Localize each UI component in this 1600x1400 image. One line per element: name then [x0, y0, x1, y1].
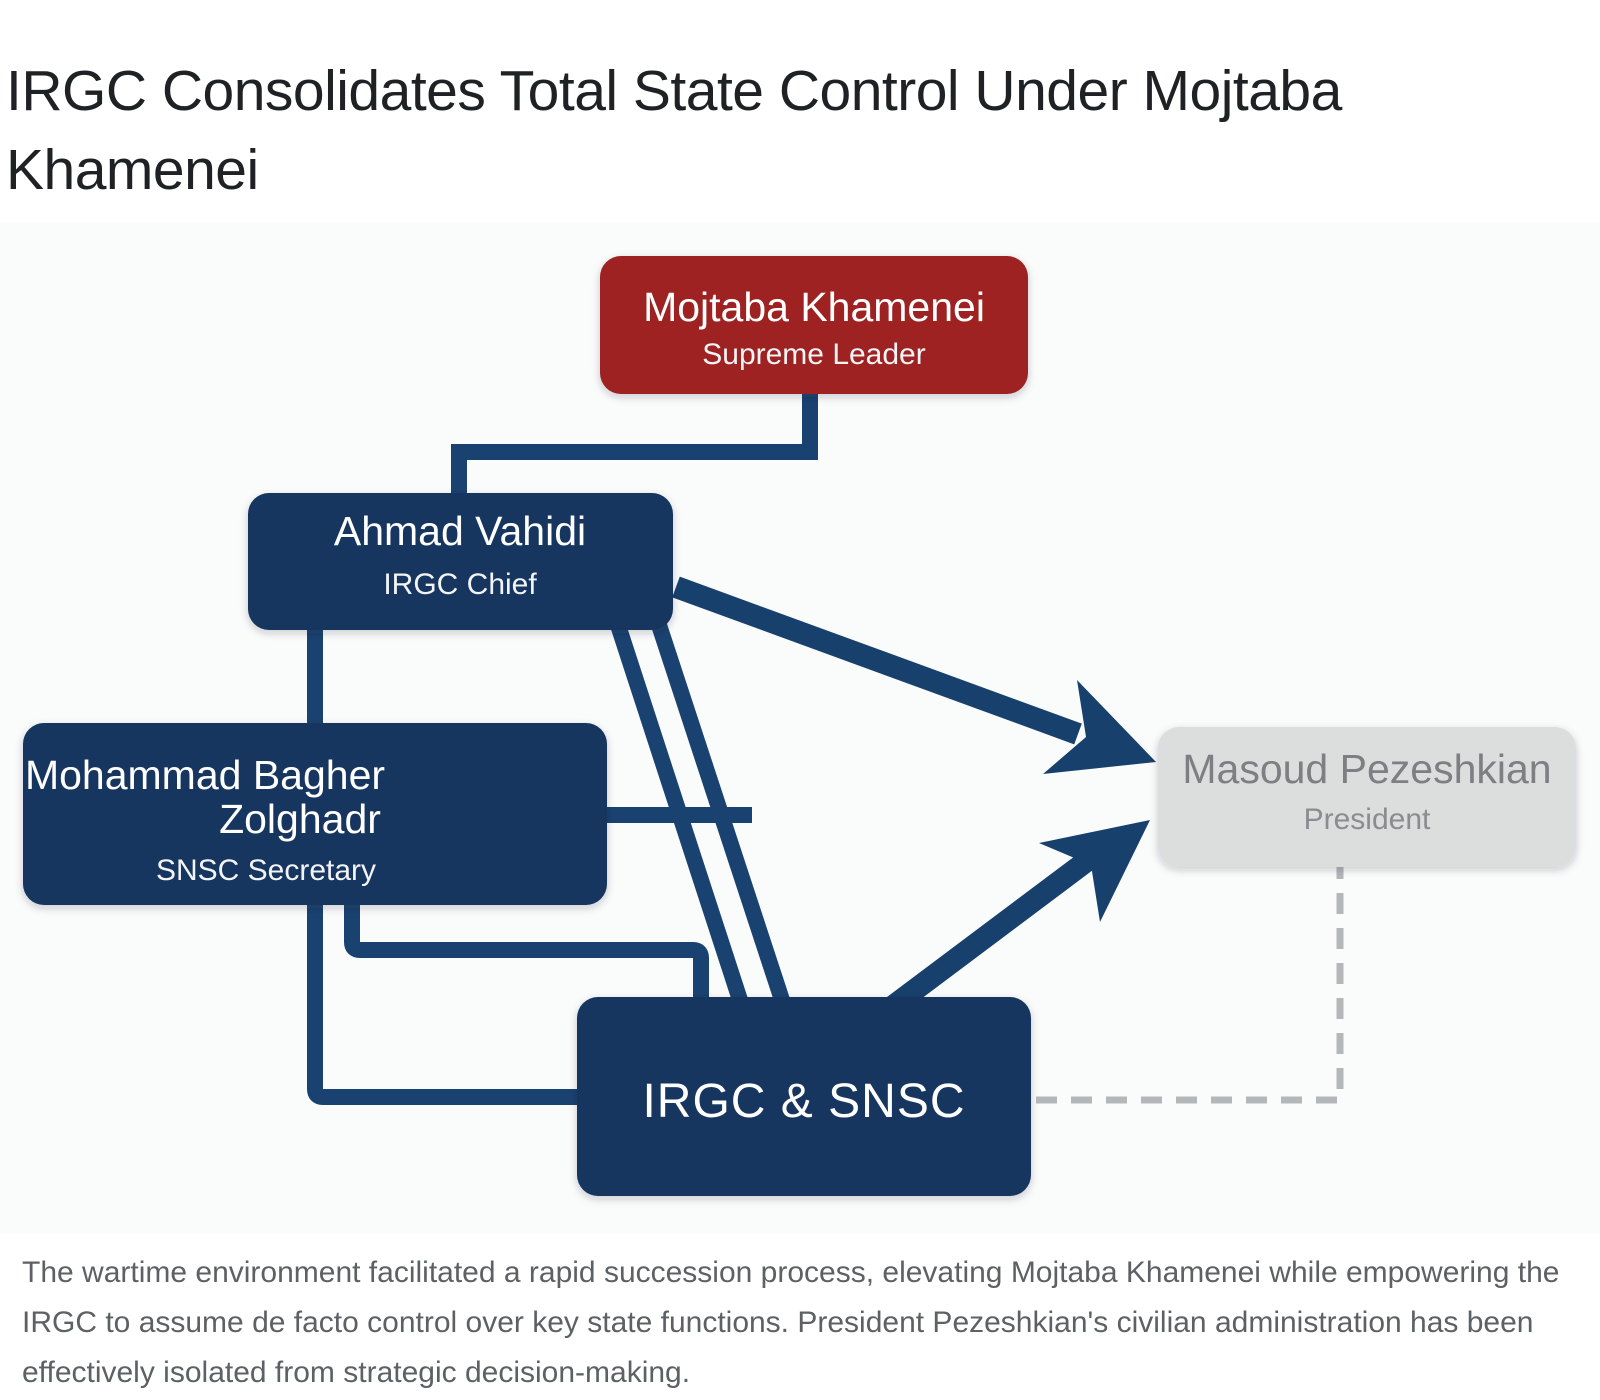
arrow-irgc-chief-to-president-head: [1043, 680, 1156, 774]
node-snsc-secretary-role: SNSC Secretary: [156, 854, 376, 887]
edge-irgc-snsc-to-president-dashed: [1036, 867, 1344, 1104]
node-irgc-snsc: IRGC & SNSC: [577, 997, 1031, 1196]
node-president-role: President: [1304, 803, 1431, 836]
node-irgc-snsc-box: [577, 997, 1031, 1196]
edges-group: [307, 394, 1344, 1105]
arrow-irgc-snsc-to-president-shaft: [865, 851, 1095, 1031]
edge-snsc-secretary-to-irgc-snsc-top: [344, 905, 709, 1000]
node-supreme-leader-role: Supreme Leader: [702, 338, 925, 371]
node-irgc-chief-name: Ahmad Vahidi: [334, 508, 586, 554]
node-snsc-secretary: Mohammad Bagher Zolghadr SNSC Secretary: [23, 723, 607, 905]
node-president-box: [1158, 727, 1576, 867]
node-snsc-secretary-name-line2: Zolghadr: [219, 796, 381, 842]
edge-snsc-secretary-to-irgc-snsc-left: [307, 905, 577, 1105]
arrow-irgc-chief-to-president-shaft: [672, 576, 1082, 745]
node-irgc-chief-role: IRGC Chief: [383, 568, 537, 601]
node-irgc-snsc-name: IRGC & SNSC: [642, 1075, 965, 1128]
org-chart: Mojtaba Khamenei Supreme Leader Ahmad Va…: [23, 256, 1576, 1196]
node-snsc-secretary-name-line1: Mohammad Bagher: [25, 752, 385, 798]
node-supreme-leader-box: [600, 256, 1028, 394]
node-irgc-chief: Ahmad Vahidi IRGC Chief: [248, 493, 673, 630]
arrow-irgc-snsc-to-president-head: [1039, 820, 1150, 922]
page-title: IRGC Consolidates Total State Control Un…: [6, 59, 1342, 202]
node-president: Masoud Pezeshkian President: [1158, 727, 1576, 867]
node-supreme-leader: Mojtaba Khamenei Supreme Leader: [600, 256, 1028, 394]
node-supreme-leader-name: Mojtaba Khamenei: [643, 284, 985, 330]
node-president-name: Masoud Pezeshkian: [1182, 746, 1551, 792]
caption: The wartime environment facilitated a ra…: [22, 1256, 1560, 1389]
node-irgc-chief-box: [248, 493, 673, 630]
org-chart-figure: Mojtaba Khamenei Supreme Leader Ahmad Va…: [0, 222, 1600, 1234]
node-snsc-secretary-box: [23, 723, 607, 905]
edge-supreme-leader-to-irgc-chief: [451, 394, 818, 493]
